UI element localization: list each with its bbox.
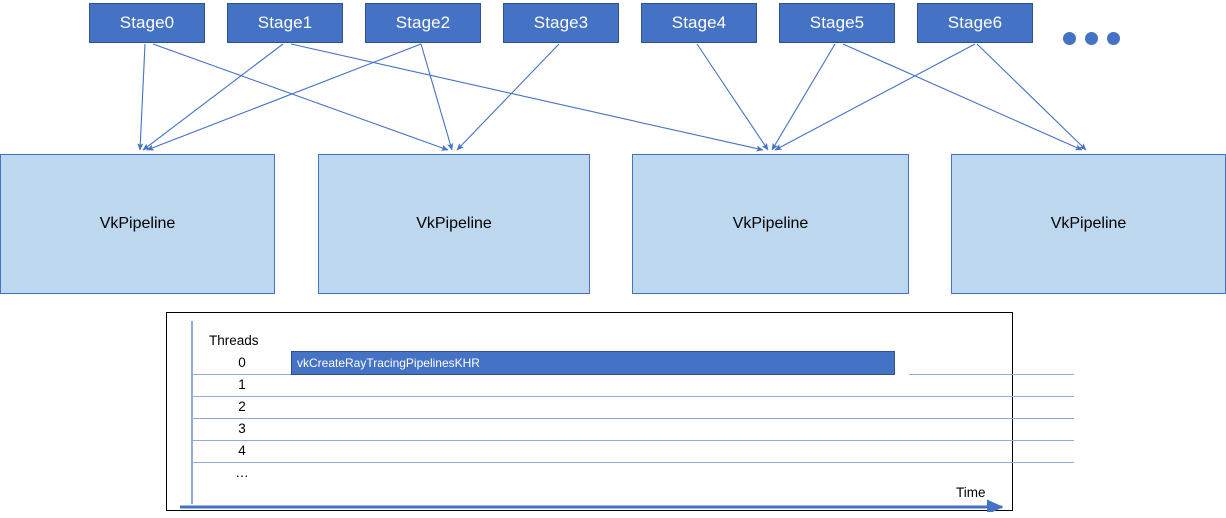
stages-overflow-ellipsis-icon bbox=[1063, 32, 1120, 45]
time-axis-label: Time bbox=[956, 485, 986, 500]
row-baseline-right bbox=[909, 373, 1074, 375]
timeline-panel: Threads 0 1 2 3 4 … vkCreateRayTra bbox=[166, 312, 1074, 512]
stage-label: Stage0 bbox=[119, 13, 175, 32]
stage-box-1[interactable]: Stage1 bbox=[227, 3, 343, 43]
thread-row-label: 3 bbox=[238, 421, 246, 436]
pipeline-label: VkPipeline bbox=[416, 215, 492, 232]
stage-label: Stage1 bbox=[257, 13, 313, 32]
threads-axis-line bbox=[191, 321, 193, 504]
thread-row-label: 1 bbox=[238, 377, 246, 392]
pipeline-box-3[interactable]: VkPipeline bbox=[951, 154, 1226, 294]
thread-row-4[interactable]: 4 bbox=[191, 441, 1074, 463]
row-baseline bbox=[191, 417, 1074, 419]
row-baseline bbox=[191, 439, 1074, 441]
stage-box-4[interactable]: Stage4 bbox=[641, 3, 757, 43]
row-baseline bbox=[191, 461, 1074, 463]
pipeline-label: VkPipeline bbox=[732, 215, 809, 232]
thread-row-0[interactable]: 0 bbox=[191, 353, 1074, 375]
stage-label: Stage6 bbox=[947, 13, 1003, 32]
thread-row-label: … bbox=[235, 465, 249, 480]
stage-box-0[interactable]: Stage0 bbox=[89, 3, 205, 43]
stage-box-2[interactable]: Stage2 bbox=[365, 3, 481, 43]
stage-box-3[interactable]: Stage3 bbox=[503, 3, 619, 43]
thread-row-overflow: … bbox=[191, 463, 1074, 485]
thread-row-2[interactable]: 2 bbox=[191, 397, 1074, 419]
thread-row-3[interactable]: 3 bbox=[191, 419, 1074, 441]
stage-label: Stage4 bbox=[671, 13, 727, 32]
row-baseline bbox=[191, 395, 1074, 397]
thread-row-1[interactable]: 1 bbox=[191, 375, 1074, 397]
threads-header-label: Threads bbox=[209, 333, 259, 348]
thread-row-label: 2 bbox=[238, 399, 246, 414]
stage-box-6[interactable]: Stage6 bbox=[917, 3, 1033, 43]
task-bar-label: vkCreateRayTracingPipelinesKHR bbox=[297, 356, 480, 370]
stage-label: Stage2 bbox=[395, 13, 451, 32]
stage-label: Stage5 bbox=[809, 13, 865, 32]
time-axis-arrow bbox=[180, 499, 1004, 512]
pipeline-box-2[interactable]: VkPipeline bbox=[632, 154, 909, 294]
stage-box-5[interactable]: Stage5 bbox=[779, 3, 895, 43]
row-baseline bbox=[191, 373, 291, 375]
task-bar-vkcreateraytracingpipelineskhr[interactable]: vkCreateRayTracingPipelinesKHR bbox=[291, 351, 895, 375]
pipeline-box-0[interactable]: VkPipeline bbox=[0, 154, 275, 294]
pipeline-label: VkPipeline bbox=[99, 215, 176, 232]
thread-row-label: 4 bbox=[238, 443, 246, 458]
thread-row-label: 0 bbox=[238, 355, 246, 370]
pipeline-label: VkPipeline bbox=[1050, 215, 1127, 232]
stage-label: Stage3 bbox=[533, 13, 589, 32]
pipeline-box-1[interactable]: VkPipeline bbox=[318, 154, 590, 294]
